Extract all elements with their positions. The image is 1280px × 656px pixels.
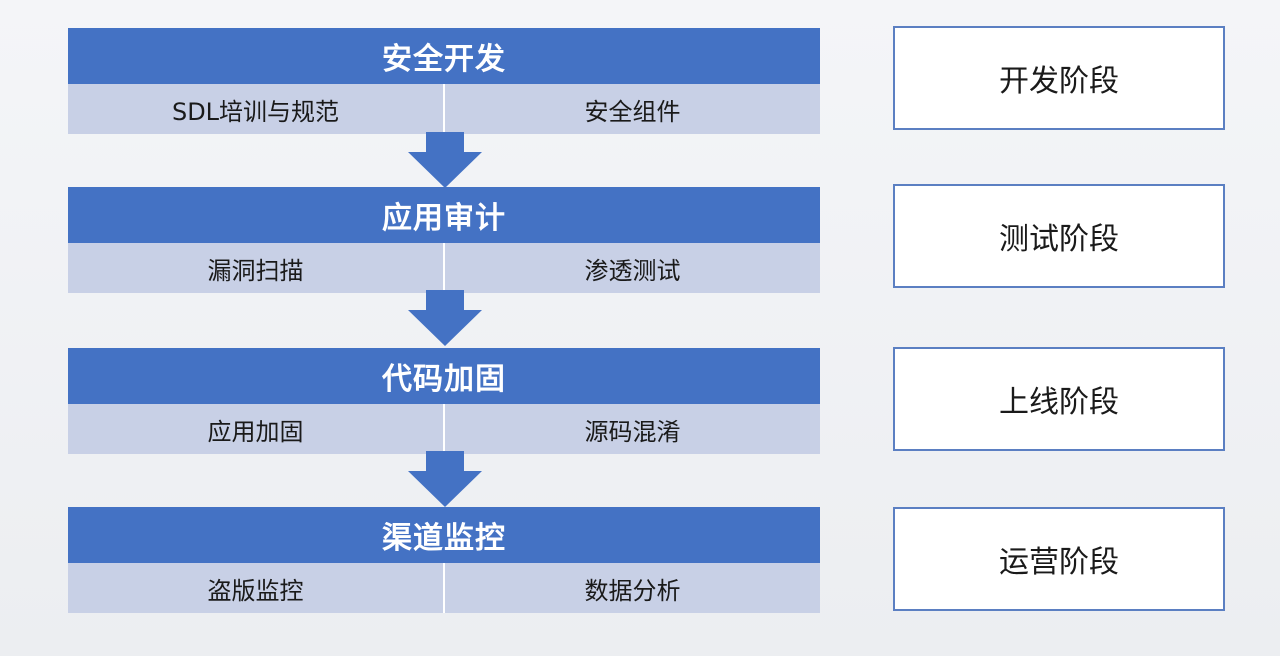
stage-items: SDL培训与规范 安全组件 [68,84,820,134]
stage-block-release: 代码加固 应用加固 源码混淆 [68,348,820,454]
stage-items: 盗版监控 数据分析 [68,563,820,613]
phase-box-ops: 运营阶段 [893,507,1225,611]
down-arrow-icon [408,451,482,507]
stage-item: 数据分析 [443,563,820,613]
down-arrow-icon [408,290,482,346]
down-arrow-icon [408,132,482,188]
stage-block-test: 应用审计 漏洞扫描 渗透测试 [68,187,820,293]
stage-block-dev: 安全开发 SDL培训与规范 安全组件 [68,28,820,134]
stage-item: 源码混淆 [443,404,820,454]
stage-item: 盗版监控 [68,563,443,613]
stage-header: 应用审计 [68,187,820,243]
stage-item: 应用加固 [68,404,443,454]
stage-header: 渠道监控 [68,507,820,563]
stage-item: 安全组件 [443,84,820,134]
stage-items: 漏洞扫描 渗透测试 [68,243,820,293]
stage-item: SDL培训与规范 [68,84,443,134]
phase-box-dev: 开发阶段 [893,26,1225,130]
stage-header: 代码加固 [68,348,820,404]
stage-header: 安全开发 [68,28,820,84]
phase-box-release: 上线阶段 [893,347,1225,451]
stage-item: 漏洞扫描 [68,243,443,293]
stage-items: 应用加固 源码混淆 [68,404,820,454]
stage-item: 渗透测试 [443,243,820,293]
stage-block-ops: 渠道监控 盗版监控 数据分析 [68,507,820,613]
phase-box-test: 测试阶段 [893,184,1225,288]
